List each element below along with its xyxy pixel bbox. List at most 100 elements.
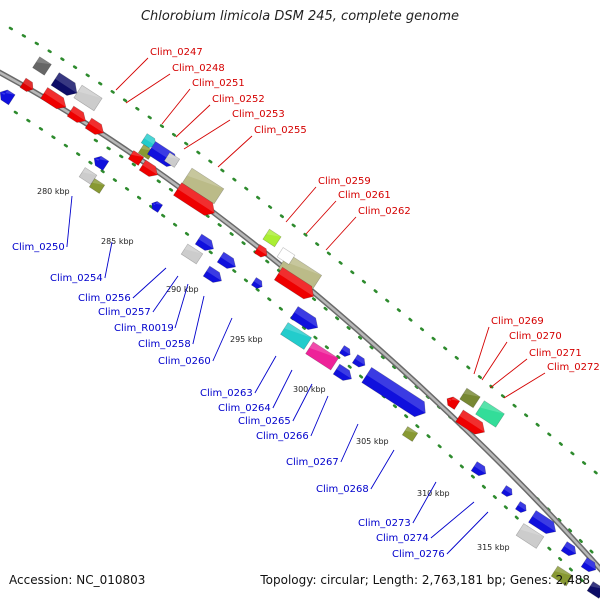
leader-line: [481, 341, 508, 381]
gene-label-top[interactable]: Clim_0259: [318, 176, 371, 187]
gene-label-bottom[interactable]: Clim_0257: [98, 307, 151, 318]
gene-feature[interactable]: [140, 133, 159, 151]
gene-feature[interactable]: [560, 541, 579, 559]
gene-sheen: [366, 367, 426, 414]
gene-label-bottom[interactable]: Clim_0260: [158, 356, 211, 367]
gene-label-bottom[interactable]: Clim_0268: [316, 484, 369, 495]
gene-feature[interactable]: [253, 244, 270, 260]
gene-arrow: [250, 277, 263, 289]
gene-feature[interactable]: [580, 557, 599, 575]
gene-feature[interactable]: [361, 366, 431, 420]
gene-feature[interactable]: [180, 243, 204, 265]
gene-arrow: [181, 167, 225, 205]
leader-line: [115, 57, 149, 91]
gene-feature[interactable]: [401, 426, 419, 442]
gene-arrow: [580, 557, 597, 573]
gene-feature[interactable]: [19, 77, 36, 94]
gene-feature[interactable]: [550, 565, 574, 587]
gene-label-top[interactable]: Clim_0251: [192, 78, 245, 89]
gene-sheen: [354, 354, 366, 366]
gene-label-bottom[interactable]: Clim_0276: [392, 549, 445, 560]
gene-label-bottom[interactable]: Clim_0256: [78, 293, 131, 304]
gene-label-top[interactable]: Clim_0261: [338, 190, 391, 201]
gene-label-top[interactable]: Clim_0247: [150, 47, 203, 58]
gene-feature[interactable]: [586, 581, 600, 599]
gene-feature[interactable]: [470, 461, 489, 479]
gene-feature[interactable]: [216, 251, 239, 272]
gene-feature[interactable]: [276, 247, 296, 265]
leader-line: [473, 326, 490, 375]
gene-feature[interactable]: [290, 306, 321, 334]
gene-feature[interactable]: [528, 510, 559, 538]
gene-feature[interactable]: [149, 200, 164, 213]
gene-arrow: [180, 243, 204, 265]
gene-feature[interactable]: [305, 341, 339, 371]
gene-label-top[interactable]: Clim_0255: [254, 125, 307, 136]
gene-label-top[interactable]: Clim_0271: [529, 348, 582, 359]
leader-line: [161, 88, 191, 125]
gene-label-bottom[interactable]: Clim_0266: [256, 431, 309, 442]
gene-label-top[interactable]: Clim_0248: [172, 63, 225, 74]
gene-label-bottom[interactable]: Clim_R0019: [114, 323, 174, 334]
gene-feature[interactable]: [50, 72, 81, 100]
gene-feature[interactable]: [280, 322, 312, 350]
gene-arrow: [586, 581, 600, 599]
gene-label-bottom[interactable]: Clim_0273: [358, 518, 411, 529]
gene-label-top[interactable]: Clim_0269: [491, 316, 544, 327]
gene-feature[interactable]: [202, 265, 225, 286]
gene-feature[interactable]: [332, 363, 355, 384]
gene-feature[interactable]: [351, 354, 368, 370]
gene-arrow: [550, 565, 574, 587]
gene-feature[interactable]: [73, 84, 103, 112]
gene-sheen: [55, 72, 77, 94]
gene-arrow: [361, 366, 426, 418]
gene-feature[interactable]: [475, 400, 505, 428]
gene-feature[interactable]: [91, 154, 110, 171]
leader-line: [310, 395, 329, 437]
gene-arrow: [40, 87, 67, 110]
gene-label-top[interactable]: Clim_0270: [509, 331, 562, 342]
gene-feature[interactable]: [66, 105, 89, 126]
gene-feature[interactable]: [173, 182, 218, 220]
gene-label-bottom[interactable]: Clim_0254: [50, 273, 103, 284]
gene-sheen: [584, 557, 596, 570]
gene-feature[interactable]: [262, 228, 282, 248]
gene-label-bottom[interactable]: Clim_0265: [238, 416, 291, 427]
gene-feature[interactable]: [459, 387, 481, 409]
gene-feature[interactable]: [181, 167, 225, 205]
gene-feature[interactable]: [455, 409, 489, 438]
gene-feature[interactable]: [0, 87, 16, 106]
gene-feature[interactable]: [250, 277, 264, 291]
gene-arrow: [276, 247, 296, 265]
gene-feature[interactable]: [32, 56, 52, 76]
gene-feature[interactable]: [163, 152, 181, 168]
gene-label-bottom[interactable]: Clim_0263: [200, 388, 253, 399]
gene-label-bottom[interactable]: Clim_0250: [12, 242, 65, 253]
gene-sheen: [309, 341, 339, 359]
gene-label-bottom[interactable]: Clim_0264: [218, 403, 271, 414]
gene-sheen: [151, 201, 163, 206]
gene-label-top[interactable]: Clim_0262: [358, 206, 411, 217]
leader-line: [412, 481, 437, 524]
gene-feature[interactable]: [273, 266, 317, 302]
gene-feature[interactable]: [127, 150, 145, 166]
gene-arrow: [138, 159, 158, 177]
gene-label-top[interactable]: Clim_0252: [212, 94, 265, 105]
gene-label-top[interactable]: Clim_0253: [232, 109, 285, 120]
gene-feature[interactable]: [40, 87, 70, 112]
gene-feature[interactable]: [138, 159, 161, 180]
gene-label-bottom[interactable]: Clim_0274: [376, 533, 429, 544]
gene-feature[interactable]: [88, 178, 106, 194]
gene-feature[interactable]: [514, 501, 528, 515]
gene-label-bottom[interactable]: Clim_0267: [286, 457, 339, 468]
gene-feature[interactable]: [515, 523, 545, 549]
gene-arrow: [194, 233, 214, 251]
gene-feature[interactable]: [444, 395, 461, 410]
gene-arrow: [305, 341, 339, 371]
gene-feature[interactable]: [194, 233, 217, 254]
gene-feature[interactable]: [338, 345, 352, 359]
gene-feature[interactable]: [500, 485, 514, 499]
gene-label-bottom[interactable]: Clim_0258: [138, 339, 191, 350]
gene-feature[interactable]: [84, 117, 107, 138]
gene-label-top[interactable]: Clim_0272: [547, 362, 600, 373]
